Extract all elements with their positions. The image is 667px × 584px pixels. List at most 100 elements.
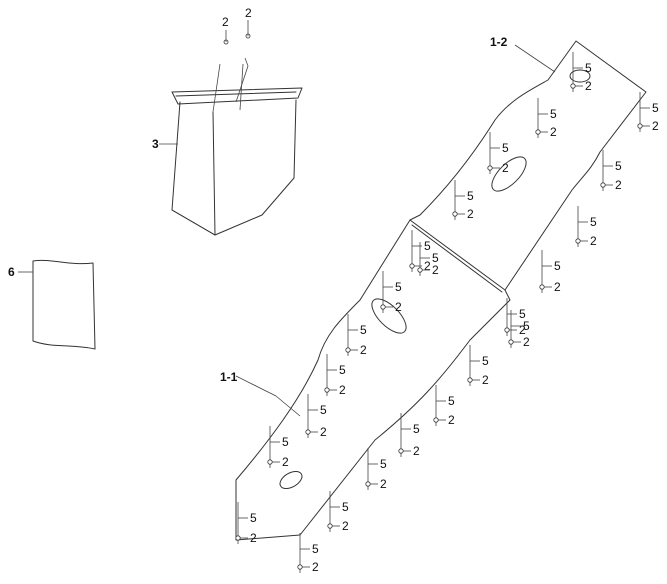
screw-head-icon [452, 211, 458, 217]
bin-screw-right: 2 [245, 6, 252, 39]
screw-label: 2 [395, 300, 402, 314]
screw-head-icon [539, 284, 545, 290]
screw-label: 2 [482, 373, 489, 387]
fastener-stack: 52 [504, 298, 526, 337]
fastener-stack: 52 [345, 314, 367, 357]
rivet-nut-label: 5 [282, 435, 289, 449]
screw-head-icon [535, 129, 541, 135]
screw-label: 2 [339, 383, 346, 397]
callout-6: 6 [8, 265, 15, 279]
fastener-stack: 52 [575, 206, 597, 248]
screw-head-icon [433, 417, 439, 423]
screw-label: 2 [250, 531, 257, 545]
screw-label: 2 [424, 259, 431, 273]
screw-label: 2 [523, 335, 530, 349]
screw-head-icon [467, 377, 473, 383]
screw-head-icon [365, 481, 371, 487]
screw-label: 2 [413, 444, 420, 458]
screw-label: 2 [360, 343, 367, 357]
screw-head-icon [600, 182, 606, 188]
callout-1-1: 1-1 [220, 370, 238, 384]
fastener-stack: 52 [508, 310, 530, 349]
fastener-stack: 52 [305, 394, 327, 439]
rivet-nut-label: 5 [380, 457, 387, 471]
rivet-nut-label: 5 [585, 61, 592, 75]
screw-label: 2 [448, 413, 455, 427]
fastener-stack: 52 [637, 92, 659, 133]
fastener-stack: 52 [570, 52, 592, 93]
screw-label: 2 [432, 263, 439, 277]
screw-head-icon [380, 304, 386, 310]
rivet-nut-label: 5 [424, 239, 431, 253]
fastener-stack: 52 [539, 250, 561, 294]
fastener-stack: 52 [365, 448, 387, 491]
bin-screw-left: 2 [222, 15, 229, 45]
fastener-stack: 52 [535, 98, 557, 139]
fastener-stack: 52 [417, 242, 439, 277]
rivet-nut-label: 5 [413, 422, 420, 436]
rivet-nut-label: 5 [448, 394, 455, 408]
screw-head-icon [575, 238, 581, 244]
rivet-nut-label: 5 [395, 280, 402, 294]
screw-head-icon [637, 123, 643, 129]
rivet-nut-label: 5 [519, 307, 526, 321]
screw-head-icon [570, 83, 576, 89]
screw-head-icon [305, 429, 311, 435]
fastener-stack: 52 [433, 385, 455, 427]
screw-head-icon [327, 523, 333, 529]
screw-label: 2 [615, 178, 622, 192]
callout-3: 3 [152, 137, 159, 151]
screw-head-icon [508, 339, 514, 345]
fastener-stack: 52 [398, 413, 420, 458]
rivet-nut-label: 5 [250, 511, 257, 525]
rivet-nut-label: 5 [320, 403, 327, 417]
rivet-nut-label: 5 [312, 542, 319, 556]
screw-label: 2 [320, 425, 327, 439]
rivet-nut-label: 5 [590, 215, 597, 229]
rivet-nut-label: 5 [467, 189, 474, 203]
screw-label: 2 [519, 323, 526, 337]
screw-head-icon [417, 267, 423, 273]
fastener-stack: 52 [324, 354, 346, 397]
screw-label: 2 [282, 455, 289, 469]
screw-label: 2 [590, 234, 597, 248]
fastener-stack: 52 [235, 502, 257, 545]
rivet-nut-label: 5 [554, 259, 561, 273]
screw-head-icon [398, 448, 404, 454]
screw-head-icon [409, 263, 415, 269]
callout-1-2: 1-2 [490, 35, 508, 49]
screw-label: 2 [652, 119, 659, 133]
rivet-nut-label: 5 [342, 500, 349, 514]
fastener-stack: 52 [467, 345, 489, 387]
rivet-nut-label: 5 [339, 363, 346, 377]
rivet-nut-label: 5 [550, 107, 557, 121]
rivet-nut-label: 5 [502, 141, 509, 155]
rivet-nut-label: 5 [482, 354, 489, 368]
bin-screw-right-label: 2 [245, 6, 252, 20]
rivet-nut-label: 5 [523, 319, 530, 333]
screw-head-icon [297, 564, 303, 570]
part-1-base-frame [235, 40, 647, 541]
screw-label: 2 [467, 207, 474, 221]
fastener-stack: 52 [297, 533, 319, 574]
screw-head-icon [235, 535, 241, 541]
rivet-nut-label: 5 [652, 101, 659, 115]
part-6-panel [18, 259, 96, 350]
fastener-stack: 52 [487, 132, 509, 175]
screw-label: 2 [550, 125, 557, 139]
screw-label: 2 [502, 161, 509, 175]
screw-label: 2 [312, 560, 319, 574]
screw-label: 2 [380, 477, 387, 491]
fastener-stack: 52 [267, 426, 289, 469]
fastener-stack: 52 [600, 150, 622, 192]
screw-head-icon [267, 459, 273, 465]
screw-label: 2 [554, 280, 561, 294]
screw-head-icon [504, 327, 510, 333]
screw-label: 2 [585, 79, 592, 93]
rivet-nut-label: 5 [360, 323, 367, 337]
screw-head-icon [487, 165, 493, 171]
fastener-stack: 52 [380, 271, 402, 314]
fastener-stack: 52 [327, 491, 349, 533]
bin-screw-left-label: 2 [222, 15, 229, 29]
